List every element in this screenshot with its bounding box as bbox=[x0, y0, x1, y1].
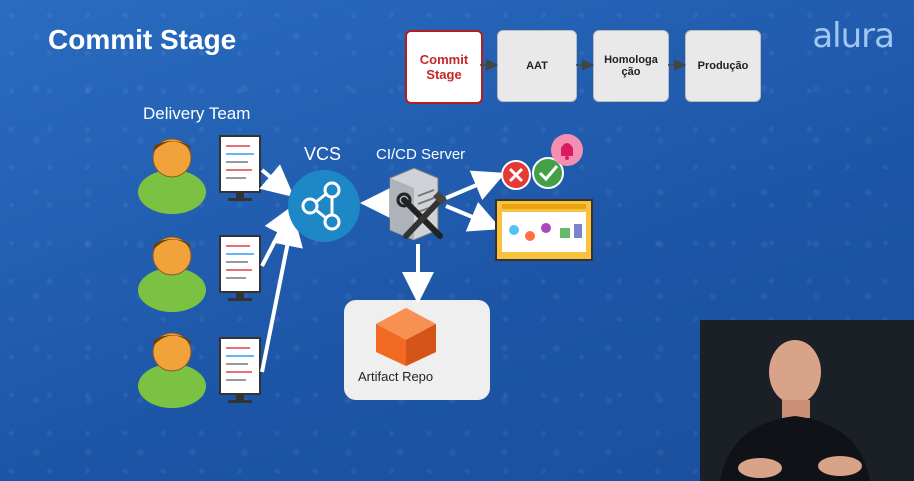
dashboard-icon bbox=[495, 199, 593, 261]
code-monitor-icon bbox=[219, 235, 261, 301]
commit-arrow bbox=[260, 214, 303, 373]
package-icon bbox=[376, 308, 436, 366]
bell-icon bbox=[551, 134, 583, 166]
presenter-video bbox=[700, 320, 914, 481]
vcs-icon bbox=[288, 170, 360, 242]
commit-arrow bbox=[259, 164, 295, 198]
stage-aat: AAT bbox=[497, 30, 577, 102]
error-icon bbox=[501, 160, 531, 190]
developer-icon bbox=[138, 332, 206, 408]
code-monitor-icon bbox=[219, 135, 261, 201]
presenter-silhouette bbox=[700, 320, 914, 481]
artifact-repo-label: Artifact Repo bbox=[358, 369, 434, 384]
alura-logo: alura bbox=[812, 16, 895, 56]
tools-icon bbox=[396, 190, 448, 239]
vcs-label: VCS bbox=[304, 144, 342, 164]
stage-homologacao: Homologa ção bbox=[593, 30, 669, 102]
delivery-team-label: Delivery Team bbox=[143, 104, 251, 123]
success-icon bbox=[532, 157, 564, 189]
slide-title: Commit Stage bbox=[48, 24, 237, 55]
notify-arrow bbox=[445, 170, 506, 201]
stage-producao: Produção bbox=[685, 30, 761, 102]
report-arrow bbox=[445, 202, 502, 232]
code-monitor-icon bbox=[219, 337, 261, 403]
ci-server-label: CI/CD Server bbox=[376, 146, 466, 163]
developer-icon bbox=[138, 138, 206, 214]
stage-commit: Commit Stage bbox=[405, 30, 483, 104]
developer-icon bbox=[138, 236, 206, 312]
